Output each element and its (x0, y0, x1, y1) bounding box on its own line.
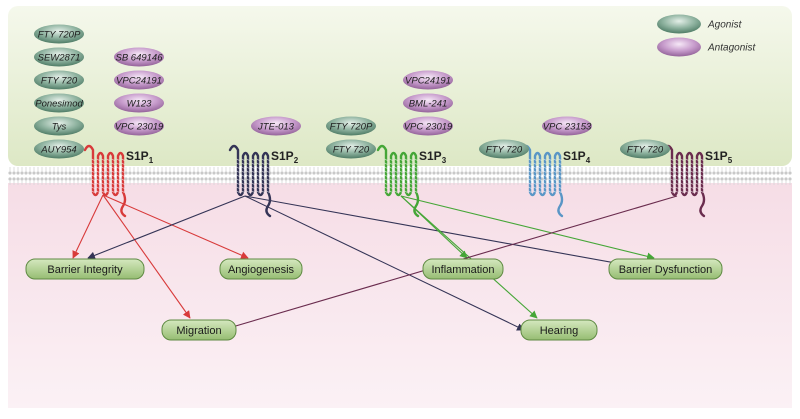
ligand-agonist-fty-720: FTY 720 (34, 70, 84, 90)
ligand-agonist-fty-720p: FTY 720P (326, 116, 376, 136)
svg-text:Ponesimod: Ponesimod (35, 98, 83, 109)
svg-text:Antagonist: Antagonist (707, 43, 756, 54)
outcome-hearing: Hearing (520, 319, 598, 341)
ligand-antagonist-vpc-23019: VPC 23019 (403, 116, 453, 136)
receptor-label-s1p2: S1P2 (271, 149, 299, 165)
svg-text:BML-241: BML-241 (409, 98, 448, 109)
ligand-agonist-fty-720: FTY 720 (620, 139, 670, 159)
arrow-s1p1-to-migration (102, 194, 191, 319)
extracellular-region (8, 6, 792, 166)
ligand-agonist-auy954: AUY954 (34, 139, 84, 159)
svg-text:VPC 23153: VPC 23153 (543, 121, 592, 132)
svg-text:Angiogenesis: Angiogenesis (228, 264, 295, 276)
outcome-migration: Migration (161, 319, 237, 341)
svg-text:Tys: Tys (52, 121, 67, 132)
svg-text:Inflammation: Inflammation (432, 264, 495, 276)
arrow-s1p2-to-barrier-integrity (87, 195, 246, 260)
ligand-agonist-fty-720p: FTY 720P (34, 24, 84, 44)
arrow-s1p2-to-hearing (244, 195, 525, 331)
arrow-s1p1-to-barrier-integrity (72, 194, 104, 259)
svg-text:VPC 23019: VPC 23019 (115, 121, 164, 132)
svg-text:W123: W123 (127, 98, 153, 109)
ligand-antagonist-jte-013: JTE-013 (251, 116, 301, 136)
legend-antagonist: Antagonist (657, 37, 756, 57)
outcome-barrier-integrity: Barrier Integrity (25, 258, 145, 280)
ligand-agonist-ponesimod: Ponesimod (34, 93, 84, 113)
arrow-s1p1-to-angiogenesis (102, 194, 249, 259)
svg-text:VPC 23019: VPC 23019 (404, 121, 453, 132)
receptor-label-s1p4: S1P4 (563, 149, 591, 165)
receptor-label-s1p1: S1P1 (126, 149, 154, 165)
ligand-antagonist-vpc24191: VPC24191 (403, 70, 453, 90)
svg-text:FTY 720: FTY 720 (627, 144, 664, 155)
arrow-s1p3-to-barrier-dysfunction (400, 195, 655, 261)
ligand-antagonist-vpc-23019: VPC 23019 (114, 116, 164, 136)
ligand-agonist-fty-720: FTY 720 (326, 139, 376, 159)
svg-text:FTY 720: FTY 720 (41, 75, 78, 86)
receptor-label-s1p5: S1P5 (705, 149, 733, 165)
outcome-inflammation: Inflammation (422, 258, 504, 280)
svg-text:FTY 720: FTY 720 (486, 144, 523, 155)
receptor-label-s1p3: S1P3 (419, 149, 447, 165)
svg-text:SEW2871: SEW2871 (38, 52, 81, 63)
svg-text:Agonist: Agonist (707, 20, 743, 31)
svg-text:FTY 720P: FTY 720P (330, 121, 373, 132)
receptor-s1p5: S1P5 (662, 144, 733, 218)
ligand-antagonist-bml-241: BML-241 (403, 93, 453, 113)
svg-text:VPC24191: VPC24191 (116, 75, 162, 86)
receptor-s1p3: S1P3 (376, 144, 447, 218)
ligand-agonist-sew2871: SEW2871 (34, 47, 84, 67)
receptor-s1p2: S1P2 (228, 144, 299, 218)
svg-text:Hearing: Hearing (540, 325, 579, 337)
svg-text:Barrier Dysfunction: Barrier Dysfunction (619, 264, 713, 276)
arrow-s1p2-to-barrier-dysfunction (244, 195, 644, 271)
ligand-agonist-tys: Tys (34, 116, 84, 136)
receptor-s1p1: S1P1 (83, 144, 154, 218)
legend-agonist: Agonist (657, 14, 743, 34)
svg-text:SB 649146: SB 649146 (115, 52, 163, 63)
ligand-agonist-fty-720: FTY 720 (479, 139, 529, 159)
outcome-angiogenesis: Angiogenesis (219, 258, 303, 280)
outcome-barrier-dysfunction: Barrier Dysfunction (608, 258, 723, 280)
svg-text:FTY 720: FTY 720 (333, 144, 370, 155)
svg-text:AUY954: AUY954 (40, 144, 76, 155)
svg-text:JTE-013: JTE-013 (257, 121, 295, 132)
ligand-antagonist-w123: W123 (114, 93, 164, 113)
svg-text:VPC24191: VPC24191 (405, 75, 451, 86)
svg-text:FTY 720P: FTY 720P (38, 29, 81, 40)
svg-text:Migration: Migration (176, 325, 221, 337)
ligand-antagonist-vpc24191: VPC24191 (114, 70, 164, 90)
ligand-antagonist-sb-649146: SB 649146 (114, 47, 164, 67)
intracellular-region (8, 183, 792, 408)
ligand-antagonist-vpc-23153: VPC 23153 (542, 116, 592, 136)
svg-text:Barrier Integrity: Barrier Integrity (47, 264, 123, 276)
